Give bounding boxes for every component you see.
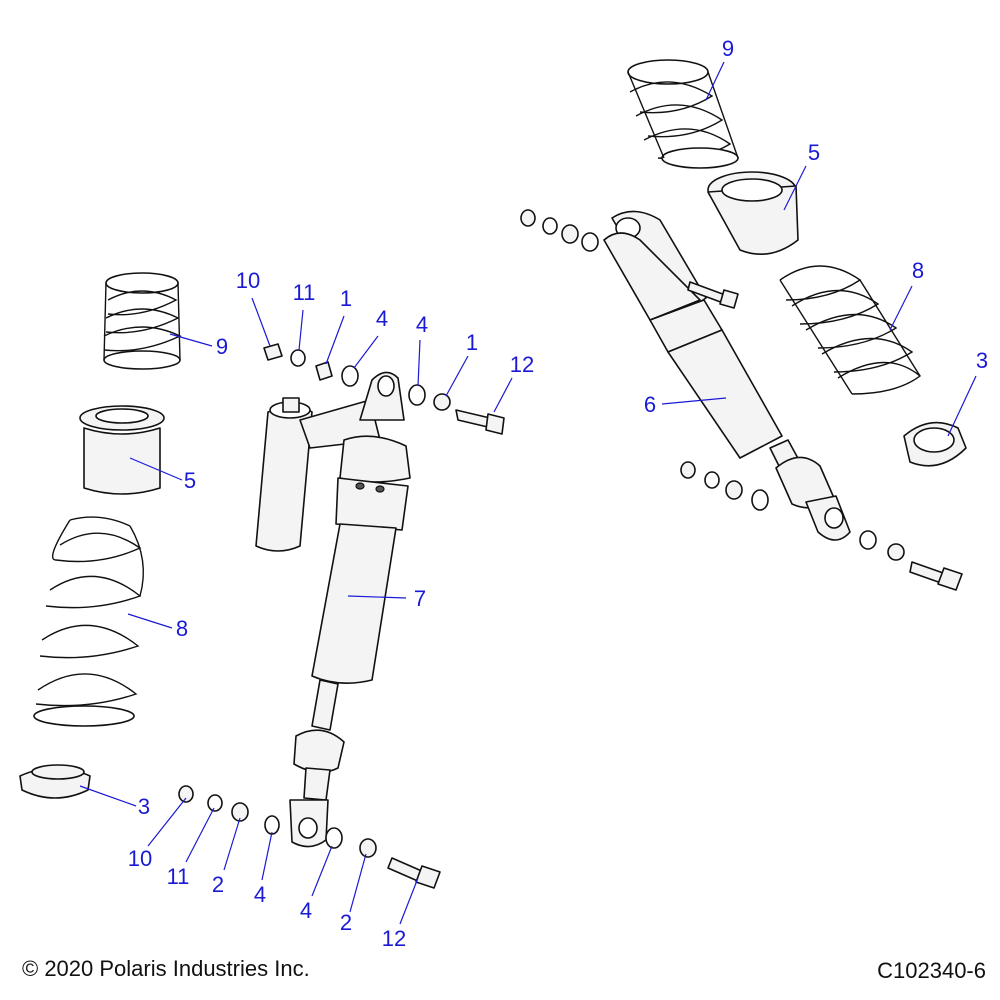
right-shock-absorber-part [603,210,851,541]
callout-11-top-left: 11 [293,280,316,305]
callout-2-bottom-left: 2 [212,872,224,897]
right-upper-spring-part [627,59,739,169]
right-spring-seat-part [903,421,967,467]
copyright-notice: © 2020 Polaris Industries Inc. [22,956,310,981]
callout-12-bottom: 12 [382,926,406,951]
callout-7: 7 [414,586,426,611]
right-top-hardware [520,209,599,252]
callout-11-bottom: 11 [167,864,190,889]
callout-1-top-left: 1 [340,286,352,311]
callout-5-right: 5 [808,140,820,165]
callout-4-bottom-right: 4 [300,898,312,923]
left-top-hardware [263,343,505,435]
drawing-number: C102340-6 [877,958,986,983]
callout-4-top-left: 4 [376,306,388,331]
callout-1-top-right: 1 [466,330,478,355]
callout-9-left: 9 [216,334,228,359]
callout-6: 6 [644,392,656,417]
left-spring-collar-part [79,405,165,495]
callout-labels: 10 11 1 4 4 1 12 9 5 8 3 7 10 11 2 4 4 2… [128,36,988,951]
callout-3-right: 3 [976,348,988,373]
right-main-spring-part [779,265,922,395]
callout-3-left: 3 [138,794,150,819]
left-upper-spring-part [103,272,182,370]
callout-8-left: 8 [176,616,188,641]
callout-9-right: 9 [722,36,734,61]
callout-4-top-right: 4 [416,312,428,337]
left-main-spring-part [33,516,145,727]
left-spring-seat-part [19,764,91,799]
callout-8-right: 8 [912,258,924,283]
right-bottom-hardware [680,461,963,591]
callout-2-bottom-right: 2 [340,910,352,935]
leader-lines [79,61,977,925]
callout-4-bottom-left: 4 [254,882,266,907]
callout-10-bottom: 10 [128,846,152,871]
left-shock-absorber-part [255,371,411,848]
callout-10-top-left: 10 [236,268,260,293]
callout-5-left: 5 [184,468,196,493]
callout-12-top: 12 [510,352,534,377]
left-bottom-hardware [178,785,441,889]
right-spring-collar-part [707,171,799,256]
